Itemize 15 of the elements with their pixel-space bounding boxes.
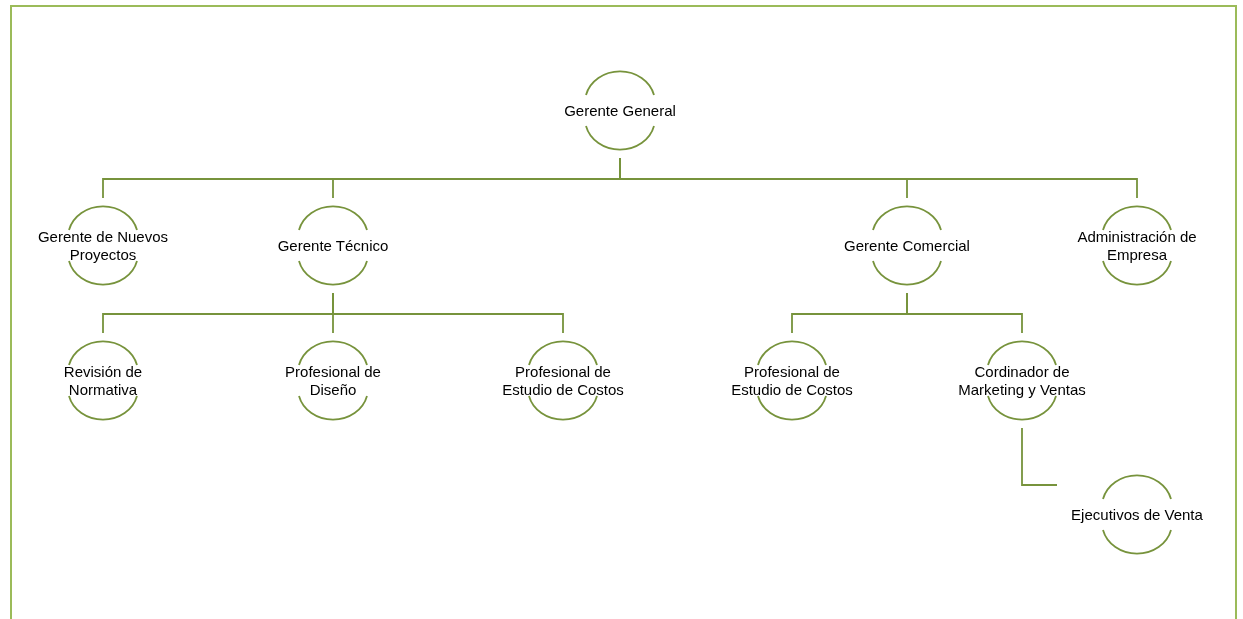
node-label: Profesional de Estudio de Costos [501, 362, 625, 399]
node-label: Gerente Comercial [844, 236, 970, 255]
connector-line [332, 292, 564, 334]
connector-line [1021, 427, 1058, 486]
node-label: Gerente Técnico [277, 236, 389, 255]
node-label: Gerente de Nuevos Proyectos [36, 227, 170, 264]
node-label: Ejecutivos de Venta [1071, 505, 1203, 524]
connector-line [619, 157, 1138, 199]
node-label: Revisión de Normativa [62, 362, 144, 399]
node-label: Profesional de Estudio de Costos [730, 362, 854, 399]
node-label: Gerente General [564, 101, 676, 120]
node-label: Profesional de Diseño [284, 362, 382, 399]
node-label: Administración de Empresa [1076, 227, 1198, 264]
connector-line [906, 292, 1023, 334]
node-label: Cordinador de Marketing y Ventas [957, 362, 1087, 399]
